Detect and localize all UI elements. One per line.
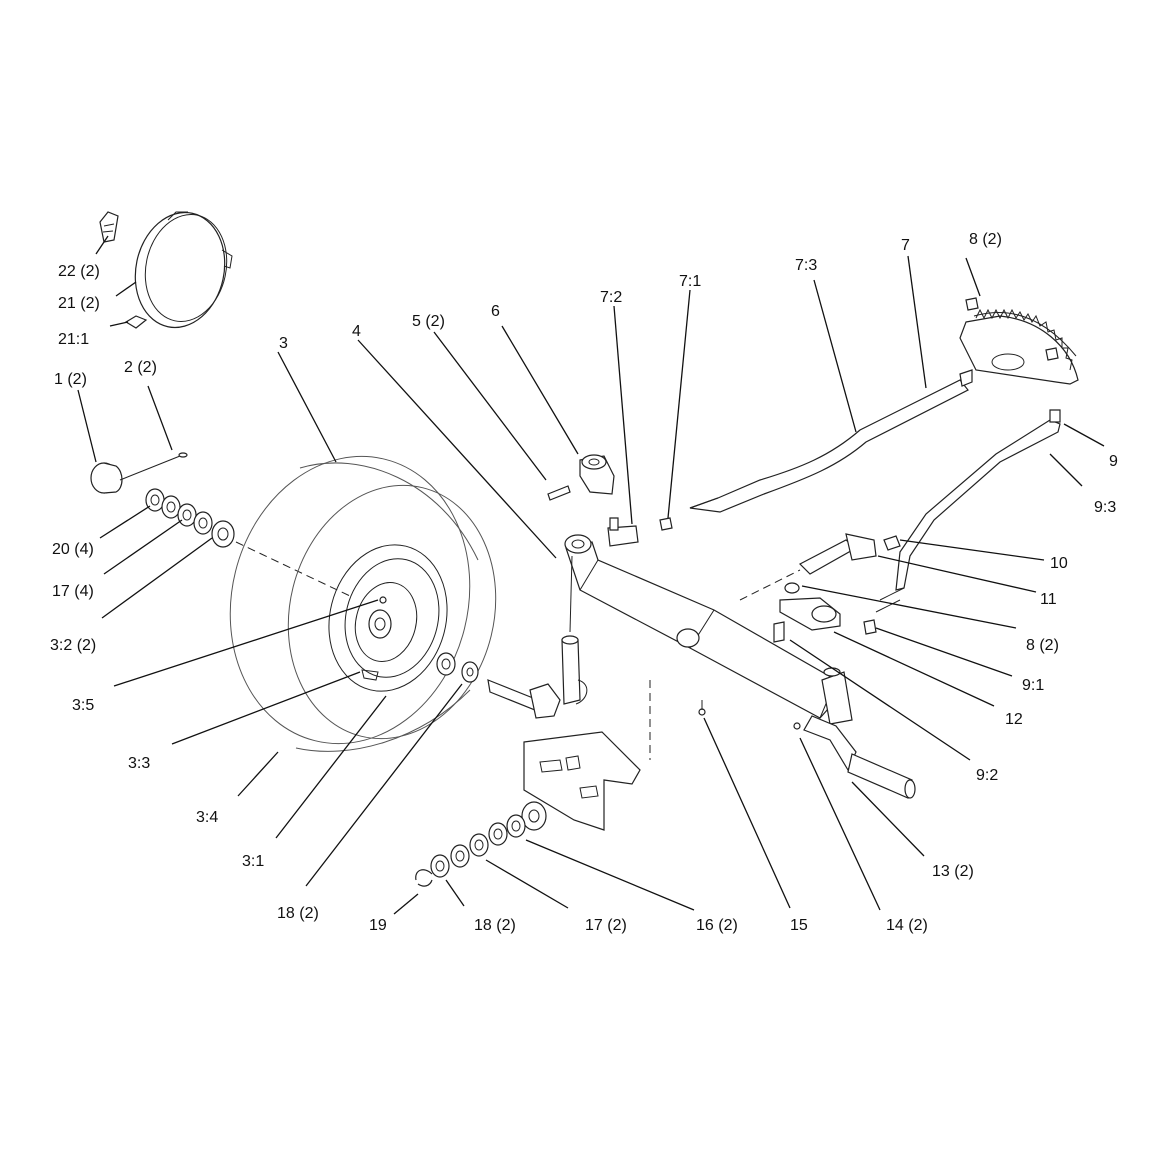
callout-10: 10 bbox=[1050, 555, 1068, 572]
callout-8-mid: 8 (2) bbox=[1026, 637, 1059, 654]
callout-2: 2 (2) bbox=[124, 359, 157, 376]
callout-7-3: 7:3 bbox=[795, 257, 817, 274]
callout-7-1: 7:1 bbox=[679, 273, 701, 290]
left-washer-stack bbox=[145, 488, 235, 548]
callout-19: 19 bbox=[369, 917, 387, 934]
callout-18-mid: 18 (2) bbox=[277, 905, 319, 922]
callout-21-1: 21:1 bbox=[58, 331, 89, 348]
callout-9-2: 9:2 bbox=[976, 767, 998, 784]
callout-3-4: 3:4 bbox=[196, 809, 218, 826]
callout-17-bottom: 17 (2) bbox=[585, 917, 627, 934]
sector-gear bbox=[959, 297, 1079, 385]
callout-17-left: 17 (4) bbox=[52, 583, 94, 600]
steering-pivot bbox=[773, 582, 877, 643]
callout-5: 5 (2) bbox=[412, 313, 445, 330]
callout-14: 14 (2) bbox=[886, 917, 928, 934]
callout-13: 13 (2) bbox=[932, 863, 974, 880]
decal-part bbox=[99, 211, 119, 243]
hub-cap-ring bbox=[134, 211, 233, 329]
tie-rod-end bbox=[607, 517, 673, 547]
callout-3-2: 3:2 (2) bbox=[50, 637, 96, 654]
callout-9-3: 9:3 bbox=[1094, 499, 1116, 516]
clip-part bbox=[124, 315, 148, 329]
callout-3-3: 3:3 bbox=[128, 755, 150, 772]
callout-9: 9 bbox=[1109, 453, 1118, 470]
spindle-axis bbox=[569, 555, 573, 633]
callout-3-5: 3:5 bbox=[72, 697, 94, 714]
axle-centerline-left bbox=[235, 541, 351, 597]
right-spindle bbox=[793, 715, 916, 799]
left-spindle bbox=[487, 635, 588, 719]
spindle-washers bbox=[436, 652, 479, 683]
drag-link bbox=[689, 369, 973, 513]
front-axle bbox=[564, 534, 853, 725]
callout-8-top: 8 (2) bbox=[969, 231, 1002, 248]
callout-6: 6 bbox=[491, 303, 500, 320]
callout-7-2: 7:2 bbox=[600, 289, 622, 306]
callout-labels: 22 (2) 21 (2) 21:1 1 (2) 2 (2) 3 4 5 (2)… bbox=[50, 231, 1118, 934]
callout-16: 16 (2) bbox=[696, 917, 738, 934]
leader-lines bbox=[77, 235, 1105, 915]
pivot-bracket bbox=[798, 533, 901, 575]
callout-15: 15 bbox=[790, 917, 808, 934]
tie-rod bbox=[875, 409, 1061, 613]
callout-7: 7 bbox=[901, 237, 910, 254]
steering-arm bbox=[579, 454, 615, 495]
bottom-washer-stack bbox=[415, 801, 547, 887]
callout-18-bottom: 18 (2) bbox=[474, 917, 516, 934]
callout-3-1: 3:1 bbox=[242, 853, 264, 870]
callout-21: 21 (2) bbox=[58, 295, 100, 312]
pivot-pin-part bbox=[547, 485, 571, 501]
callout-22: 22 (2) bbox=[58, 263, 100, 280]
bracket-plate bbox=[523, 731, 641, 831]
cotter-pin-part bbox=[119, 452, 188, 481]
callout-3: 3 bbox=[279, 335, 288, 352]
pivot-centerline bbox=[739, 569, 801, 601]
hub-cap-part bbox=[90, 462, 123, 494]
callout-11: 11 bbox=[1040, 591, 1057, 608]
callout-20: 20 (4) bbox=[52, 541, 94, 558]
tire-assembly bbox=[229, 455, 497, 752]
callout-12: 12 bbox=[1005, 711, 1023, 728]
callout-1: 1 (2) bbox=[54, 371, 87, 388]
callout-4: 4 bbox=[352, 323, 361, 340]
callout-9-1: 9:1 bbox=[1022, 677, 1044, 694]
